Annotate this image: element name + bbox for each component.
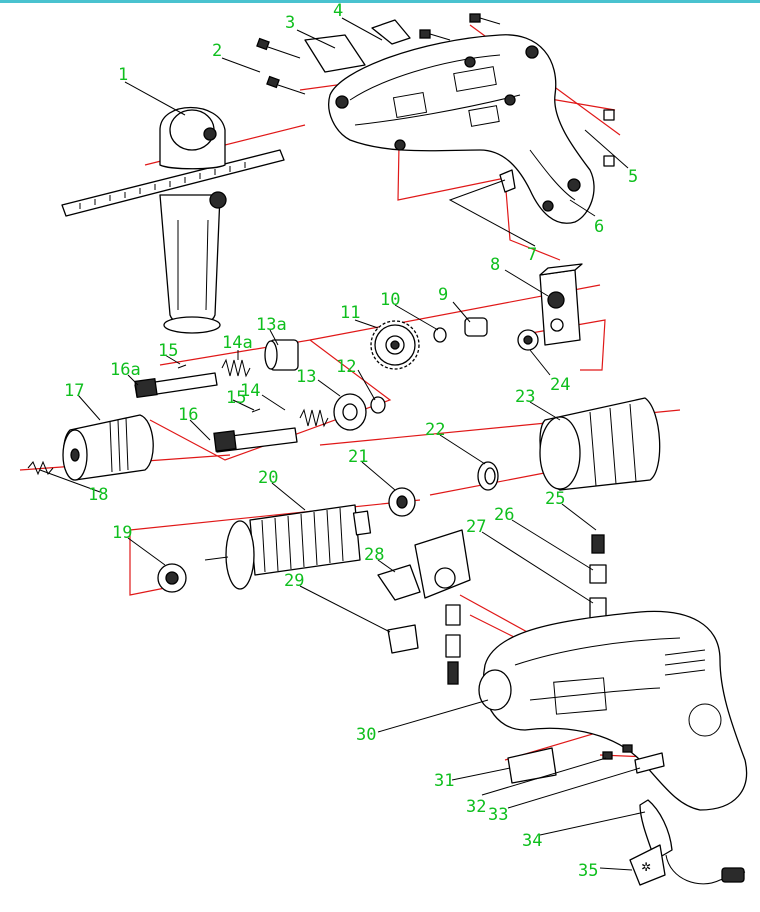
brush-parts bbox=[445, 534, 607, 685]
callout-3: 3 bbox=[285, 13, 295, 33]
spring-a-part bbox=[221, 358, 251, 378]
brush-cover-part bbox=[387, 624, 419, 654]
spring-part bbox=[299, 408, 329, 428]
callout-30: 30 bbox=[356, 725, 376, 745]
chuck-part bbox=[62, 414, 154, 481]
callout-11: 11 bbox=[340, 303, 360, 323]
callout-14: 14 bbox=[240, 381, 260, 401]
side-handle-part bbox=[61, 107, 285, 334]
pin-parts bbox=[603, 109, 615, 167]
label-plate-part bbox=[304, 34, 366, 73]
switch-part bbox=[377, 529, 471, 601]
rubber-sleeve-part bbox=[477, 461, 499, 491]
armature-bearing-part bbox=[388, 487, 416, 517]
callout-16a: 16a bbox=[110, 360, 141, 380]
callout-23: 23 bbox=[515, 387, 535, 407]
callout-4: 4 bbox=[333, 1, 343, 21]
washer-part bbox=[517, 329, 539, 351]
callout-20: 20 bbox=[258, 468, 278, 488]
callout-6: 6 bbox=[594, 217, 604, 237]
callout-12: 12 bbox=[336, 357, 356, 377]
callout-24: 24 bbox=[550, 375, 570, 395]
callout-8: 8 bbox=[490, 255, 500, 275]
lock-button-part bbox=[371, 19, 411, 45]
bushing-part bbox=[333, 393, 367, 431]
small-pin-parts bbox=[177, 364, 261, 413]
callout-22: 22 bbox=[425, 420, 445, 440]
callout-15: 15 bbox=[158, 341, 178, 361]
front-housing-part bbox=[478, 610, 748, 811]
callout-21: 21 bbox=[348, 447, 368, 467]
callout-25: 25 bbox=[545, 489, 565, 509]
callout-32: 32 bbox=[466, 797, 486, 817]
callout-15b: 15 bbox=[226, 388, 246, 408]
callout-26: 26 bbox=[494, 505, 514, 525]
power-cable-part bbox=[639, 799, 746, 885]
screw-parts bbox=[256, 13, 501, 95]
callout-14a: 14a bbox=[222, 333, 253, 353]
callout-13: 13 bbox=[296, 367, 316, 387]
callout-5: 5 bbox=[628, 167, 638, 187]
circlip-part bbox=[370, 396, 386, 414]
callout-16: 16 bbox=[178, 405, 198, 425]
callout-7: 7 bbox=[527, 245, 537, 265]
clip-part bbox=[499, 169, 516, 193]
callout-27: 27 bbox=[466, 517, 486, 537]
svg-text:✲: ✲ bbox=[641, 860, 651, 874]
stator-part bbox=[539, 397, 661, 491]
callout-1: 1 bbox=[118, 65, 128, 85]
callout-29: 29 bbox=[284, 571, 304, 591]
callout-13a: 13a bbox=[256, 315, 287, 335]
callout-18: 18 bbox=[88, 485, 108, 505]
bearing-block-part bbox=[539, 263, 583, 346]
callout-28: 28 bbox=[364, 545, 384, 565]
sleeve-part bbox=[464, 317, 488, 337]
callout-labels: 1 2 3 4 5 6 7 8 9 10 11 12 13 13a 14 14a… bbox=[64, 1, 638, 881]
housing-half-part bbox=[328, 34, 595, 224]
callout-19: 19 bbox=[112, 523, 132, 543]
callout-35: 35 bbox=[578, 861, 598, 881]
bearing-part bbox=[157, 563, 187, 593]
nameplate-part bbox=[507, 747, 557, 784]
callout-17: 17 bbox=[64, 381, 84, 401]
callout-10: 10 bbox=[380, 290, 400, 310]
gear-part bbox=[370, 320, 420, 370]
callout-9: 9 bbox=[438, 285, 448, 305]
bushing-a-part bbox=[264, 339, 299, 371]
ring-part bbox=[433, 327, 447, 343]
spindle-a-part bbox=[134, 372, 218, 399]
callout-31: 31 bbox=[434, 771, 454, 791]
leader-lines bbox=[39, 17, 646, 871]
top-rule bbox=[0, 0, 760, 3]
callout-33: 33 bbox=[488, 805, 508, 825]
callout-2: 2 bbox=[212, 41, 222, 61]
armature-part bbox=[204, 504, 372, 590]
cable-guard-part: ✲ bbox=[629, 844, 666, 886]
callout-34: 34 bbox=[522, 831, 542, 851]
spindle-part bbox=[213, 427, 298, 453]
